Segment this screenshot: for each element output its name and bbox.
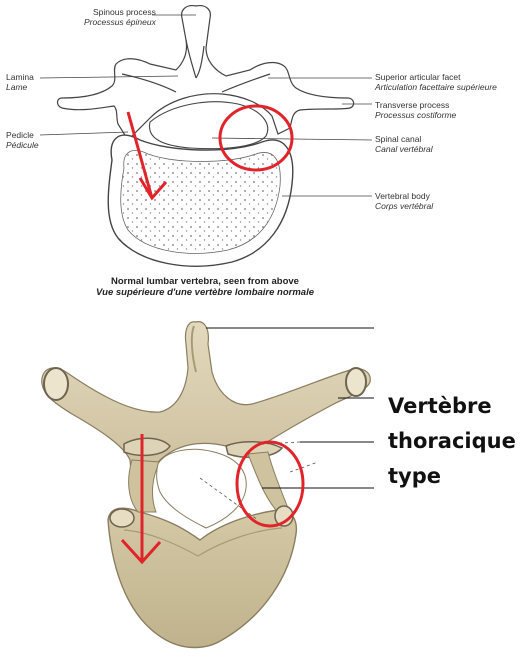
label-lamina-fr: Lame [6,82,28,92]
label-sup-facet-en: Superior articular facet [375,72,461,82]
thoracic-arch [41,321,371,506]
lumbar-arch [56,5,355,141]
label-canal-fr: Canal vertébral [375,144,433,154]
lumbar-spinal-canal [149,101,269,150]
thoracic-spinal-canal [156,448,247,529]
thoracic-red-annotations [120,434,305,565]
label-pedicle: Pedicle Pédicule [6,130,39,150]
label-spinous-en: Spinous process [92,7,156,17]
left-superior-facet [123,437,171,457]
label-body-fr: Corps vertébral [375,201,434,211]
label-lamina: Lamina Lame [6,72,34,92]
label-vertebral-body: Vertebral body Corps vertébral [375,191,433,211]
thoracic-title-line-1: Vertèbre [388,394,492,418]
label-spinous-fr: Processus épineux [84,17,156,27]
thoracic-vertebral-body [107,507,298,649]
right-pedicle [247,451,289,511]
caption-fr: Vue supérieure d'une vertèbre lombaire n… [95,287,315,298]
label-sup-facet-fr: Articulation facettaire supérieure [375,82,497,92]
label-transverse-process: Transverse process Processus costiforme [375,100,456,120]
thoracic-title-line-2: thoracique [388,429,516,453]
label-transverse-fr: Processus costiforme [375,110,457,120]
red-arrow-head [138,177,168,201]
lumbar-body-cancellous [120,150,281,254]
figure-caption: Normal lumbar vertebra, seen from above … [0,276,410,298]
lumbar-red-annotations [126,104,294,201]
label-canal-en: Spinal canal [375,134,422,144]
left-transverse-facet [43,367,69,401]
label-spinous-process: Spinous process Processus épineux [84,7,156,27]
left-costal-facet [109,508,135,528]
thoracic-red-arrow-head [120,538,162,565]
caption-en: Normal lumbar vertebra, seen from above [111,276,299,287]
label-spinal-canal: Spinal canal Canal vertébral [375,134,433,154]
thoracic-title-line-3: type [388,464,442,488]
thoracic-leader-lines [206,327,374,489]
label-transverse-en: Transverse process [375,100,450,110]
left-pedicle [128,459,161,513]
label-pedicle-en: Pedicle [6,130,34,140]
right-transverse-facet [345,367,367,397]
label-body-en: Vertebral body [375,191,430,201]
thoracic-pedicle-highlight-circle [235,440,305,528]
label-pedicle-fr: Pédicule [6,140,39,150]
red-arrow-shaft [126,111,154,199]
label-superior-facet: Superior articular facet Articulation fa… [375,72,497,92]
label-lamina-en: Lamina [6,72,34,82]
pedicle-highlight-circle [218,104,294,172]
